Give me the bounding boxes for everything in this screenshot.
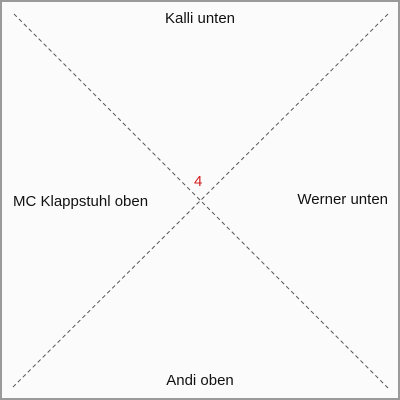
label-bottom: Andi oben bbox=[166, 372, 234, 389]
label-top: Kalli unten bbox=[164, 10, 236, 27]
center-number: 4 bbox=[194, 173, 203, 190]
diagonal-top-right-bottom-left bbox=[11, 13, 389, 389]
label-right: Werner unten bbox=[297, 191, 388, 208]
label-left: MC Klappstuhl oben bbox=[13, 193, 149, 210]
